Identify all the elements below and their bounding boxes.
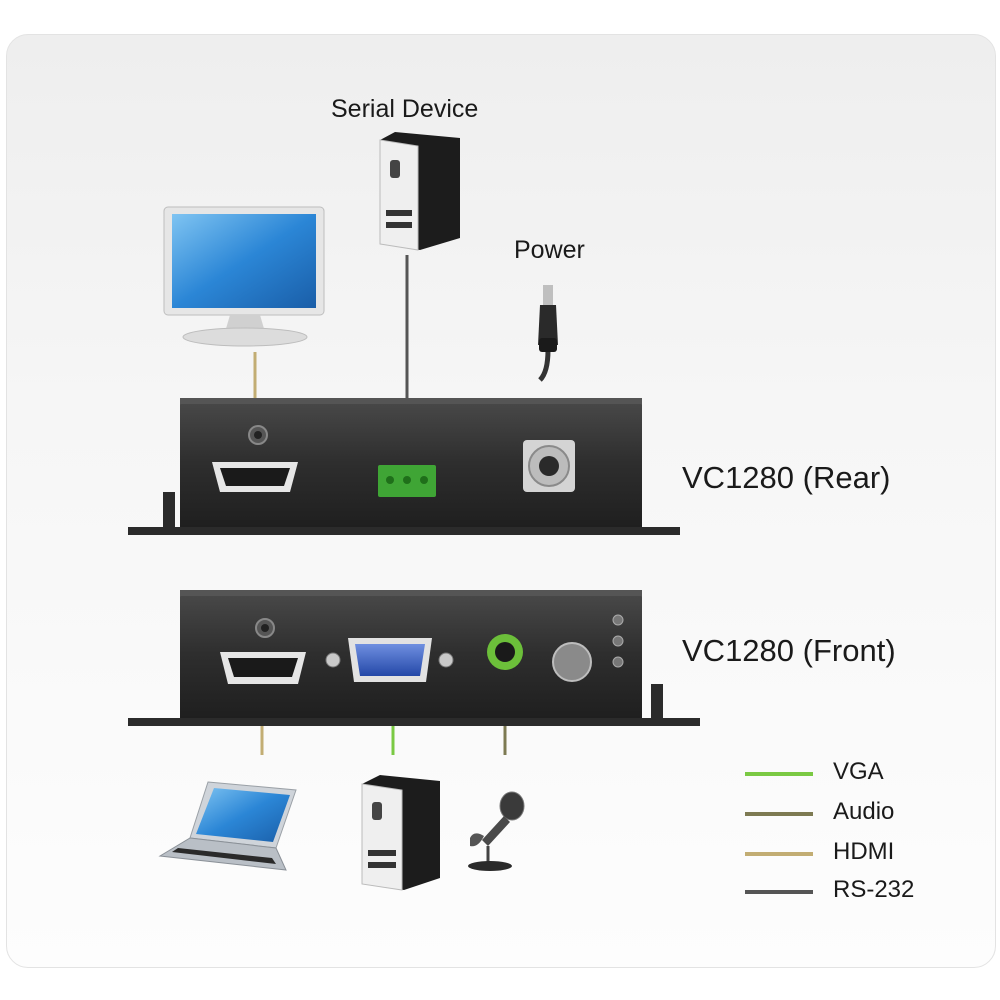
power-jack (523, 440, 575, 492)
legend-swatch-audio (745, 812, 813, 816)
push-button (552, 642, 592, 682)
led-1 (612, 614, 624, 626)
audio-jack (487, 634, 523, 670)
hdmi-port-rear (212, 462, 298, 492)
legend-item-vga: VGA (745, 754, 945, 794)
legend-item-audio: Audio (745, 794, 945, 834)
serial-device-tower-icon (379, 132, 460, 251)
legend-label-audio: Audio (833, 798, 895, 825)
led-3 (612, 656, 624, 668)
pc-tower-icon (361, 775, 440, 891)
legend-label-vga: VGA (833, 758, 884, 785)
led-2 (612, 635, 624, 647)
hdmi-port-front (220, 652, 306, 684)
legend-swatch-hdmi (745, 852, 813, 856)
vga-port (325, 638, 454, 682)
legend-label-hdmi: HDMI (833, 838, 895, 865)
front-unit-label: VC1280 (Front) (682, 633, 896, 668)
vc1280-front-unit (128, 590, 700, 726)
legend-swatch-rs232 (745, 890, 813, 894)
power-label: Power (514, 236, 585, 264)
rear-unit-label: VC1280 (Rear) (682, 460, 891, 495)
serial-device-label: Serial Device (331, 95, 479, 123)
power-plug-icon (538, 285, 558, 352)
legend-item-rs232: RS-232 (745, 872, 945, 912)
legend-label-rs232: RS-232 (833, 876, 915, 903)
rs232-terminal-block (378, 465, 436, 497)
laptop-icon (158, 781, 297, 871)
power-cable (538, 349, 551, 382)
microphone-icon (468, 791, 525, 871)
vc1280-rear-unit (128, 398, 680, 535)
monitor-icon (163, 206, 325, 347)
legend-item-hdmi: HDMI (745, 834, 945, 874)
legend-swatch-vga (745, 772, 813, 776)
